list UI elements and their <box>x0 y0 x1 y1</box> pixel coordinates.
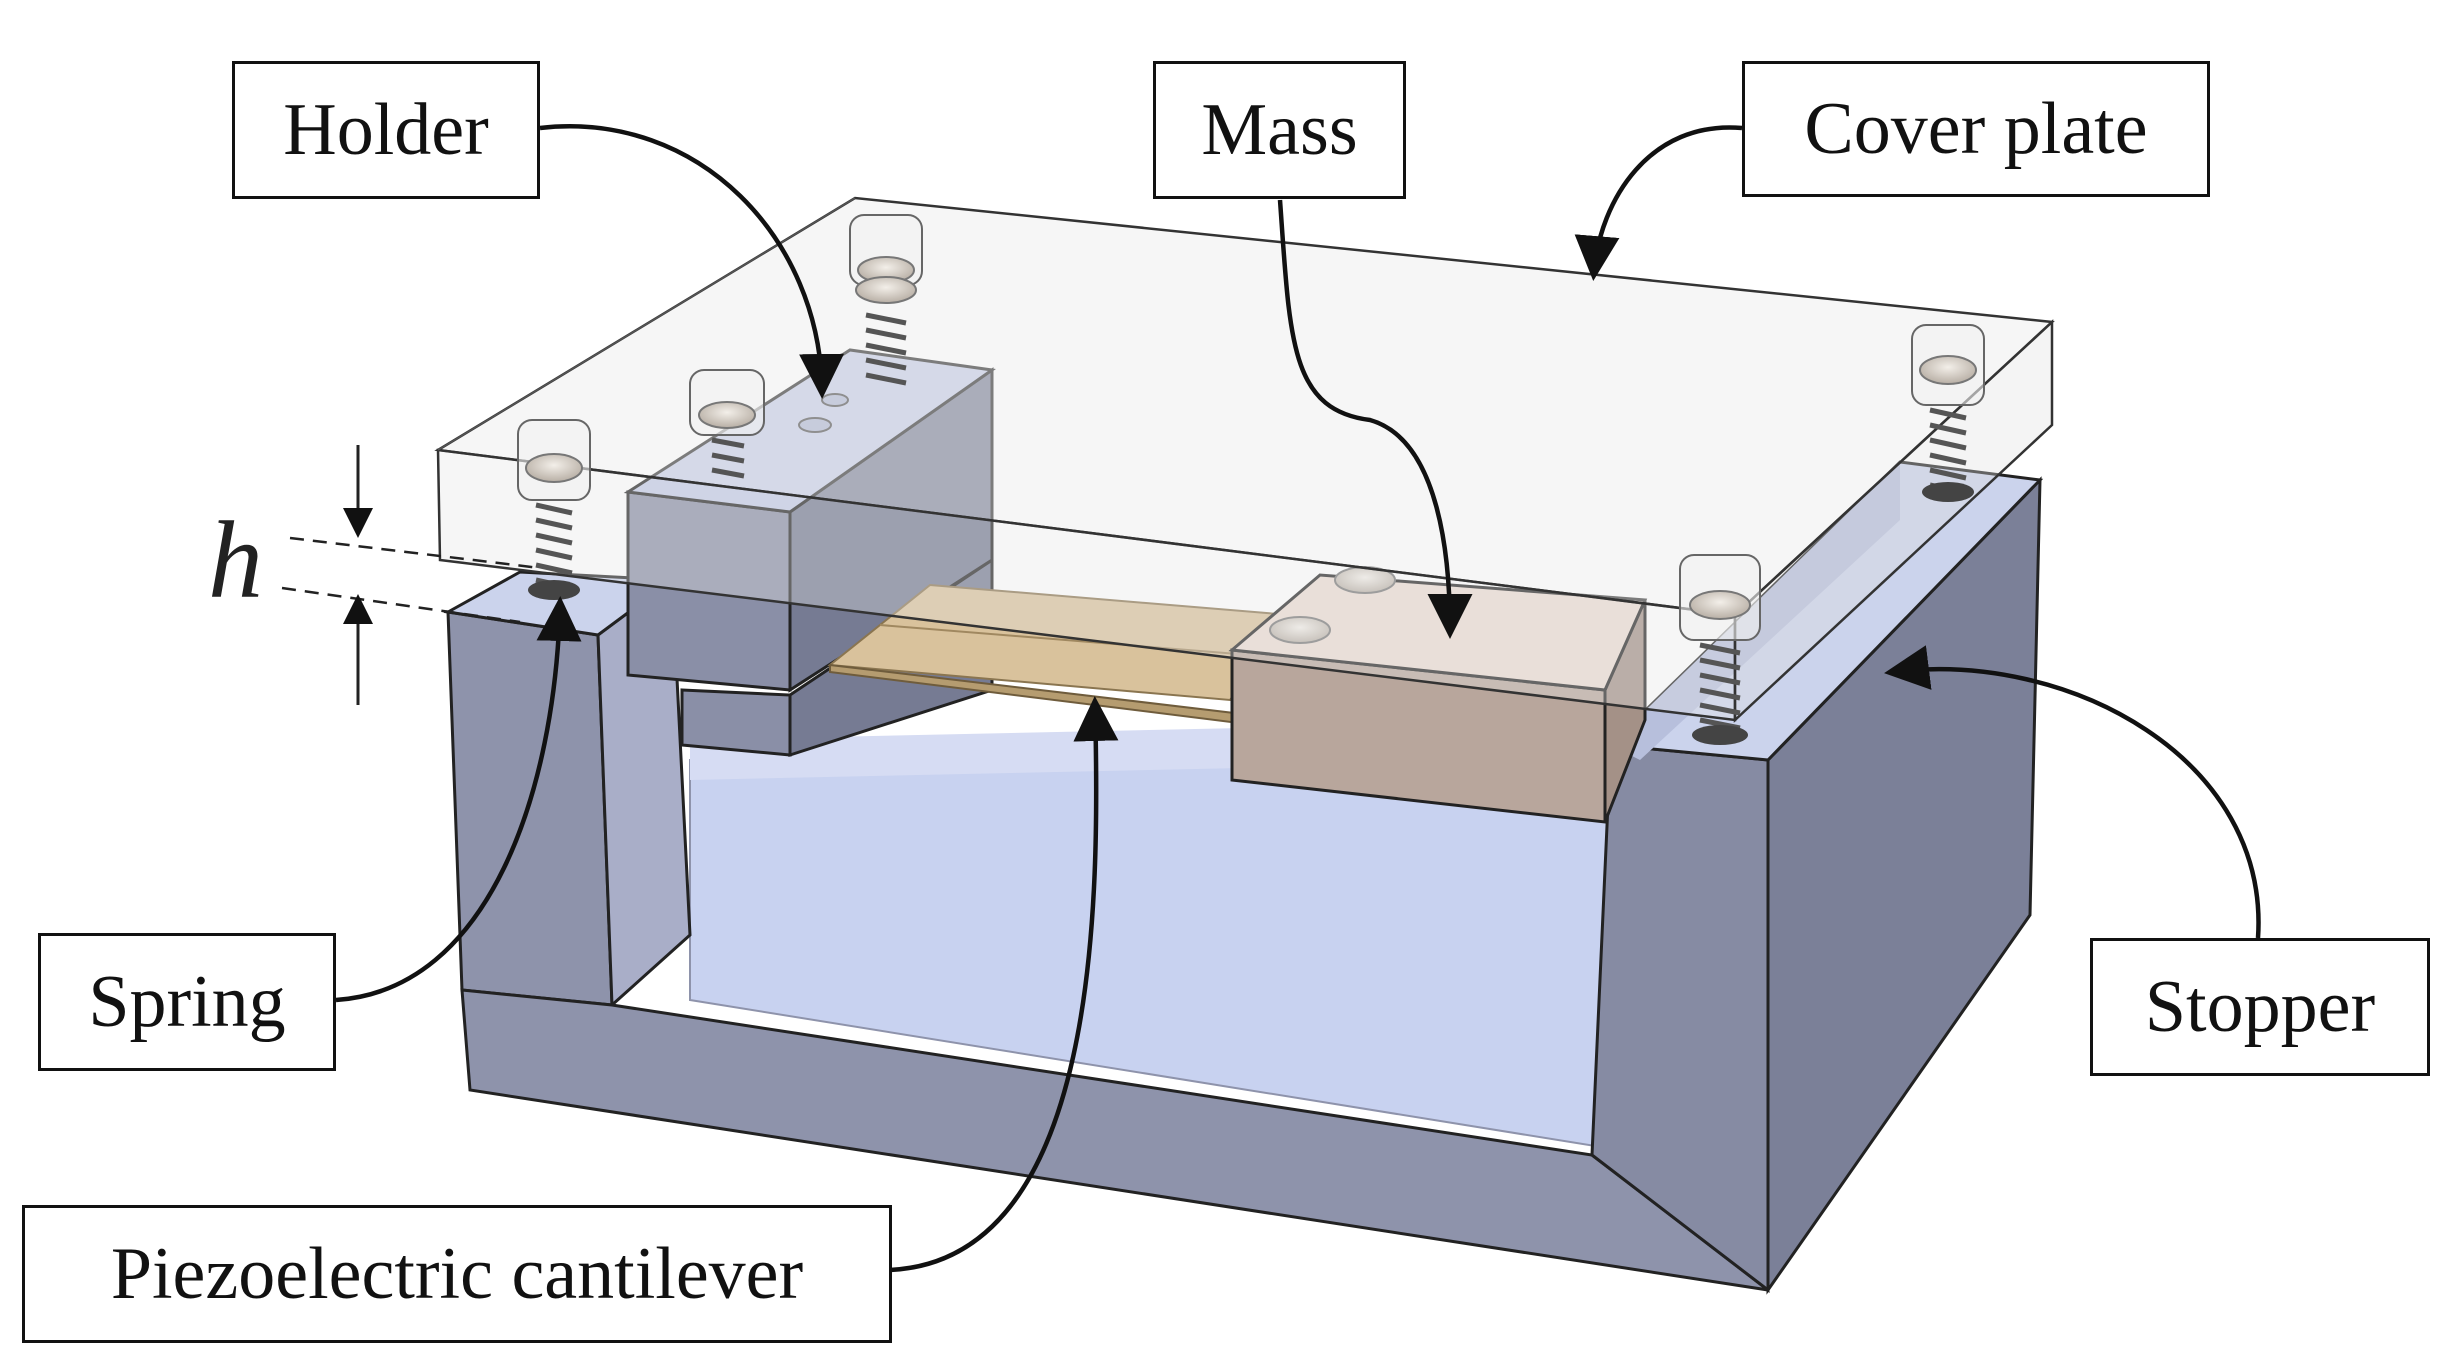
cantilever-center-line <box>879 624 1251 656</box>
stopper-left-front <box>446 610 614 1007</box>
holder-lower-front <box>680 688 792 757</box>
cover-plate-side <box>1733 319 2054 723</box>
spring-front-right <box>1679 554 1761 745</box>
leader-arrows <box>335 124 2261 1273</box>
cover-plate-label-text: Cover plate <box>1804 87 2148 170</box>
holder-screw-hole <box>798 417 832 433</box>
stopper-leader <box>1884 645 2261 939</box>
mass-label-text: Mass <box>1201 88 1358 171</box>
spring-assemblies <box>517 214 1985 745</box>
spring-label: Spring <box>38 933 336 1071</box>
holder-label-text: Holder <box>283 88 489 171</box>
mass-label: Mass <box>1153 61 1406 199</box>
piezoelectric-cantilever-label-text: Piezoelectric cantilever <box>110 1232 804 1315</box>
holder-label: Holder <box>232 61 540 199</box>
stopper <box>443 460 2044 1295</box>
holder-leader <box>539 124 844 399</box>
stopper-label: Stopper <box>2090 938 2430 1076</box>
holder-bolt <box>689 369 765 479</box>
cover-plate <box>434 196 2055 723</box>
gap-symbol: h <box>208 499 263 621</box>
spring-label-text: Spring <box>88 960 286 1043</box>
spring-front-left <box>517 419 591 600</box>
mass-leader <box>1277 199 1473 639</box>
piezoelectric-cantilever-label: Piezoelectric cantilever <box>22 1205 892 1343</box>
stopper-label-text: Stopper <box>2144 965 2376 1048</box>
spring-back-right <box>1911 324 1985 502</box>
mass-screw-2 <box>1269 616 1331 644</box>
cover-plate-inner-edge <box>437 197 856 451</box>
cover-plate-leader <box>1574 125 1743 281</box>
spring-leader <box>335 596 582 1003</box>
cover-plate-label: Cover plate <box>1742 61 2210 197</box>
cantilever-leader <box>889 696 1119 1273</box>
spring-back-left <box>849 214 923 386</box>
gap-dimension <box>281 445 541 705</box>
